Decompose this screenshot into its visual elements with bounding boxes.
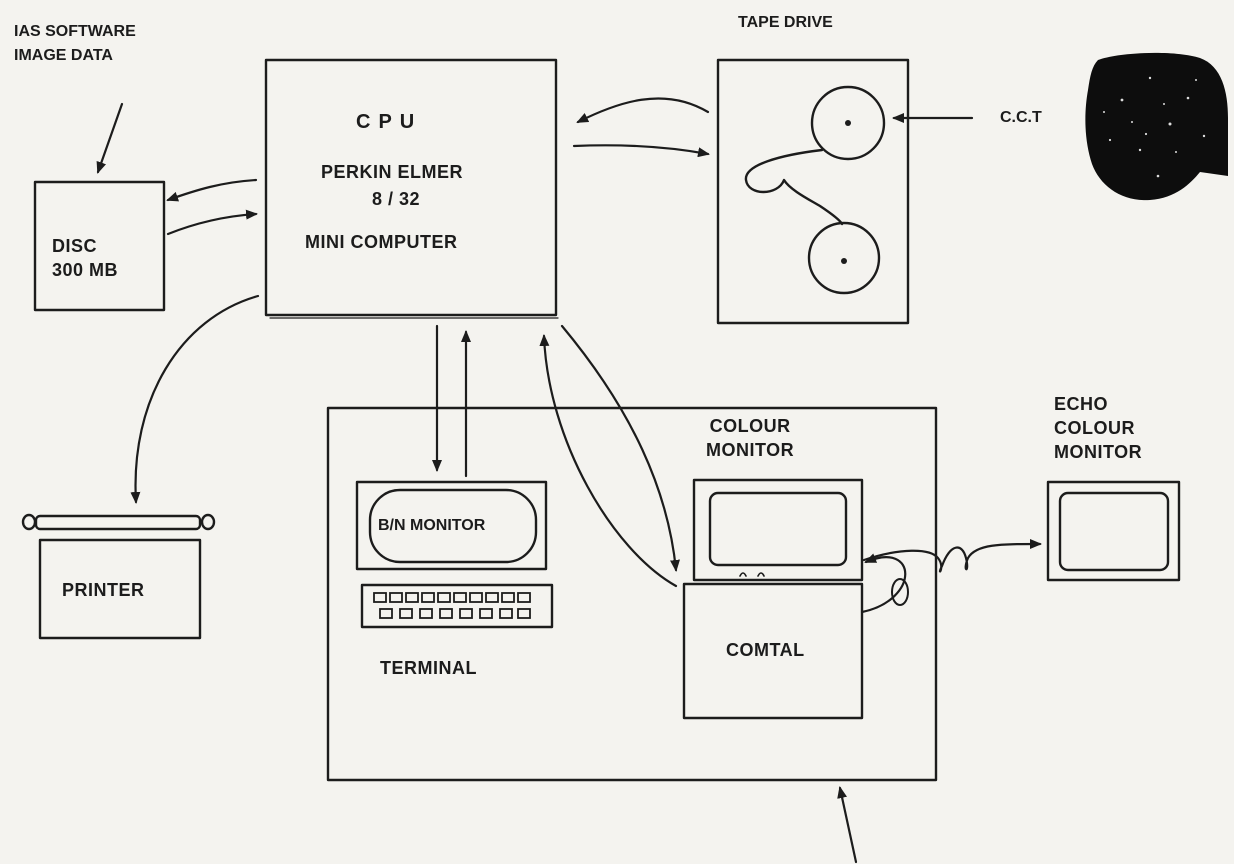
arrow-comtal-to-colour-monitor bbox=[862, 557, 905, 612]
mini-computer-label: MINI COMPUTER bbox=[305, 230, 458, 254]
arrow-pointer-to-workstation bbox=[840, 788, 856, 862]
echo-monitor-screen bbox=[1060, 493, 1168, 570]
arrow-software-to-disc bbox=[98, 104, 122, 172]
tape-path bbox=[746, 150, 842, 224]
terminal-keyboard bbox=[362, 585, 552, 627]
arrow-comtal-to-cpu bbox=[544, 336, 676, 586]
terminal-label: TERMINAL bbox=[380, 656, 477, 680]
echo-monitor-label: ECHO COLOUR MONITOR bbox=[1054, 392, 1142, 464]
perkin-elmer-label: PERKIN ELMER bbox=[321, 160, 463, 184]
printer-roller bbox=[36, 516, 200, 529]
cct-tape-reel bbox=[1085, 53, 1228, 200]
arrow-disc-to-cpu bbox=[168, 214, 256, 234]
software-label: IAS SOFTWARE IMAGE DATA bbox=[14, 20, 136, 68]
tape-drive-box bbox=[718, 60, 908, 323]
printer-label: PRINTER bbox=[62, 578, 145, 602]
colour-monitor-label: COLOUR MONITOR bbox=[706, 414, 794, 462]
colour-monitor-screen bbox=[710, 493, 846, 565]
keyboard-keys bbox=[374, 593, 530, 618]
arrow-cpu-to-printer bbox=[136, 296, 258, 502]
tape-drive-label: TAPE DRIVE bbox=[738, 11, 833, 35]
bn-monitor-label: B/N MONITOR bbox=[378, 514, 485, 538]
arrow-cpu-to-disc bbox=[168, 180, 256, 200]
arrow-cpu-to-tape bbox=[574, 145, 708, 154]
model-label: 8 / 32 bbox=[372, 187, 420, 211]
cpu-label: CPU bbox=[356, 110, 422, 134]
disc-label: DISC 300 MB bbox=[52, 234, 118, 282]
arrow-tape-to-cpu bbox=[578, 98, 708, 122]
comtal-label: COMTAL bbox=[726, 638, 805, 662]
cct-label: C.C.T bbox=[1000, 106, 1042, 130]
workstation-enclosure bbox=[328, 408, 936, 780]
echo-monitor-frame bbox=[1048, 482, 1179, 580]
